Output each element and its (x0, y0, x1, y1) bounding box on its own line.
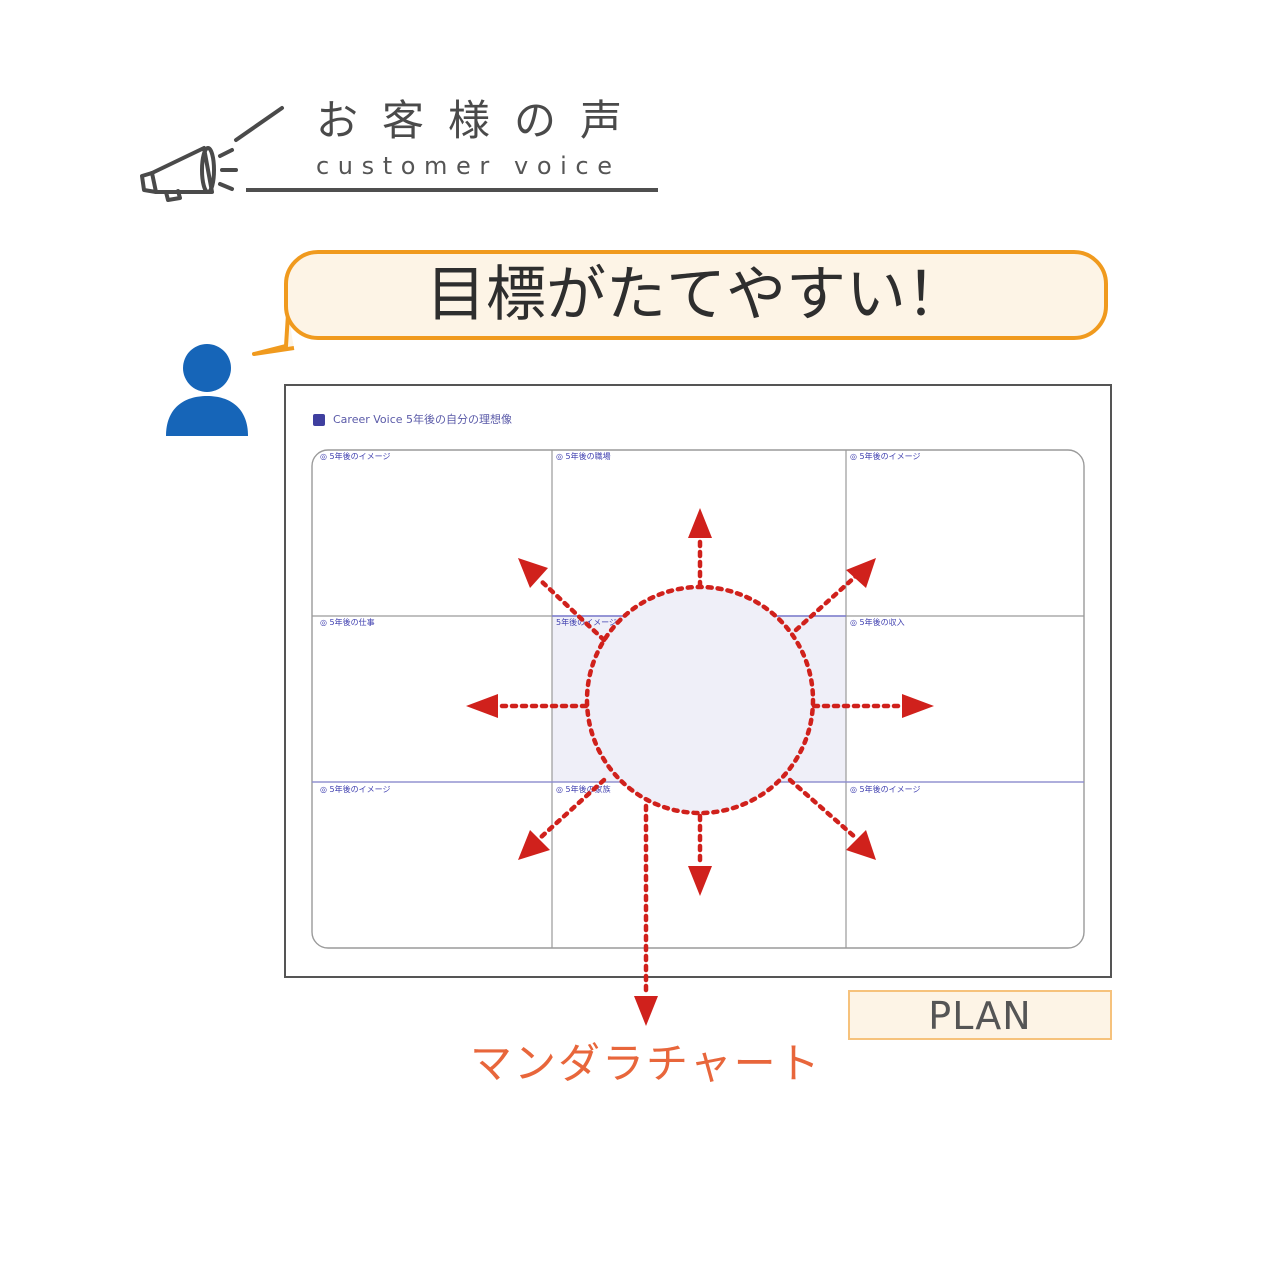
bubble-text: 目標がたてやすい！ (426, 260, 966, 330)
arrowhead-up (688, 508, 712, 538)
cell-label: ◎ 5年後のイメージ (850, 784, 920, 794)
megaphone-icon (140, 106, 284, 202)
speech-bubble (284, 250, 1108, 340)
arrowhead-up-left (518, 558, 548, 588)
arrowhead-mandala (634, 996, 658, 1026)
arrow-line-up-right (793, 573, 859, 633)
plan-badge (848, 990, 1112, 1040)
sheet-title: Career Voice 5年後の自分の理想像 (333, 413, 513, 426)
arrowhead-down (688, 866, 712, 896)
arrowhead-up-right (846, 558, 876, 588)
center-circle (584, 584, 816, 816)
section-title: お客様の声 (316, 96, 647, 145)
arrowhead-down-right (846, 830, 876, 860)
cell-label: ◎ 5年後のイメージ (320, 784, 390, 794)
bubble-tail (252, 313, 295, 356)
arrow-line-down-right (787, 777, 859, 841)
section-subtitle: customer voice (316, 152, 621, 180)
arrow-line-down-left (537, 777, 607, 841)
person-icon (166, 344, 248, 436)
plan-badge-label: PLAN (928, 994, 1032, 1038)
cell-label: ◎ 5年後のイメージ (320, 451, 390, 461)
mandala-chart-label: マンダラチャート (470, 1039, 822, 1088)
cell-label: ◎ 5年後の職場 (556, 451, 611, 461)
grid-frame (311, 449, 1085, 949)
cell-label: ◎ 5年後の家族 (556, 784, 611, 794)
cell-label: ◎ 5年後の仕事 (320, 617, 375, 627)
arrowhead-left (466, 694, 498, 718)
arrowhead-right (902, 694, 934, 718)
arrowhead-down-left (518, 830, 550, 860)
sheet-title-marker (313, 414, 325, 426)
title-underline (246, 188, 658, 192)
cell-label: ◎ 5年後のイメージ (850, 451, 920, 461)
arrow-line-up-left (537, 577, 607, 643)
cell-label: ◎ 5年後の収入 (850, 617, 905, 627)
